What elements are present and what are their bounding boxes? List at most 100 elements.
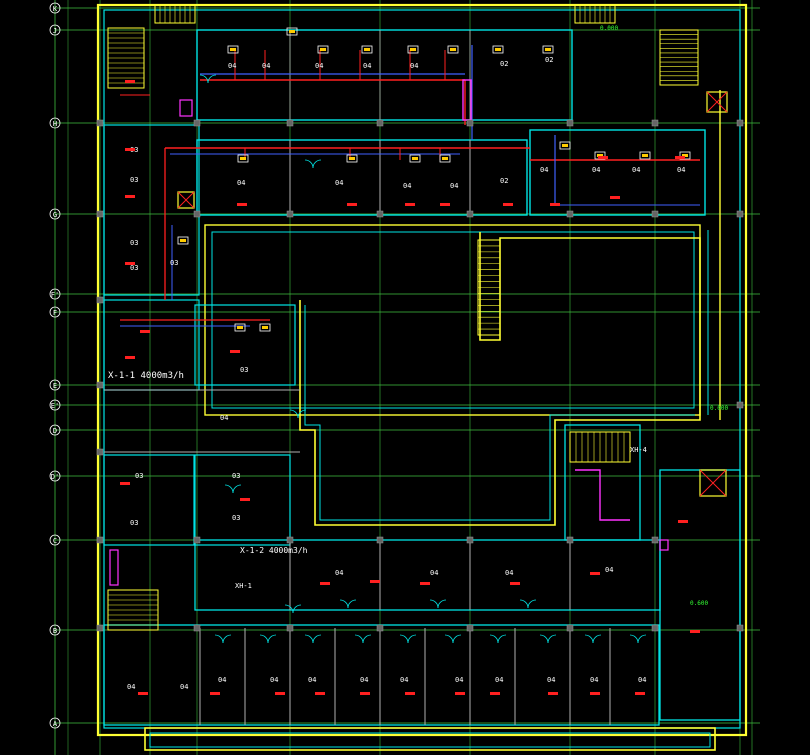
fan-coil-unit <box>409 154 421 163</box>
room-label: 03 <box>130 239 138 247</box>
red-annotation-mark <box>320 582 330 585</box>
room-label: 04 <box>220 414 228 422</box>
room-label: 04 <box>363 62 371 70</box>
fan-coil-unit <box>177 236 189 245</box>
structural-column <box>651 210 659 218</box>
room-label: 04 <box>335 569 343 577</box>
duct-riser <box>179 99 193 117</box>
door-swing <box>347 599 357 609</box>
structural-column <box>466 536 474 544</box>
west-room-block <box>103 124 200 296</box>
fan-coil-unit <box>439 154 451 163</box>
structural-column <box>736 210 744 218</box>
staircase <box>574 4 616 24</box>
structural-column <box>286 624 294 632</box>
room-label: 04 <box>180 683 188 691</box>
red-annotation-mark <box>550 203 560 206</box>
room-label: 04 <box>400 676 408 684</box>
fan-coil-unit-core <box>562 144 568 147</box>
row-axis-label: D' <box>51 473 59 481</box>
row-axis-bubble <box>49 117 61 129</box>
structural-column <box>376 536 384 544</box>
row-axis-bubble <box>49 624 61 636</box>
room-label: 03 <box>170 259 178 267</box>
fan-coil-unit-core <box>180 239 186 242</box>
red-annotation-mark <box>503 203 513 206</box>
row-axis-bubble <box>49 424 61 436</box>
structural-column <box>96 296 104 304</box>
room-label: 04 <box>262 62 270 70</box>
structural-column <box>566 536 574 544</box>
door-swing <box>297 409 307 419</box>
structural-column <box>96 210 104 218</box>
door-swing <box>207 74 217 84</box>
row-axis-bubble <box>49 208 61 220</box>
structural-column <box>566 210 574 218</box>
room-label: 04 <box>335 179 343 187</box>
red-annotation-mark <box>125 356 135 359</box>
west-room-block-5 <box>194 454 291 546</box>
fan-coil-unit-core <box>364 48 370 51</box>
red-annotation-mark <box>548 692 558 695</box>
structural-column <box>736 401 744 409</box>
structural-column <box>466 210 474 218</box>
red-annotation-mark <box>315 692 325 695</box>
row-axis-label: A <box>53 720 58 728</box>
elevator-shaft <box>699 469 727 497</box>
room-label: 04 <box>403 182 411 190</box>
structural-column <box>651 119 659 127</box>
red-annotation-mark <box>125 80 135 83</box>
room-label: 02 <box>545 56 553 64</box>
fan-coil-unit-core <box>450 48 456 51</box>
room-label: 04 <box>127 683 135 691</box>
room-label: 04 <box>605 566 613 574</box>
row-axis-label: G <box>53 211 57 219</box>
staircase <box>154 4 196 24</box>
structural-column <box>193 536 201 544</box>
fan-coil-unit <box>542 45 554 54</box>
row-axis-bubble <box>49 24 61 36</box>
room-label: 04 <box>455 676 463 684</box>
row-axis-label: K <box>53 5 58 13</box>
elevation-label: 0.000 <box>600 25 618 32</box>
red-annotation-mark <box>490 692 500 695</box>
red-annotation-mark <box>347 203 357 206</box>
room-label: 04 <box>450 182 458 190</box>
door-swing <box>267 634 277 644</box>
structural-column <box>193 210 201 218</box>
elevation-label: 0.600 <box>690 600 708 607</box>
room-label: 02 <box>500 177 508 185</box>
fan-coil-unit-core <box>349 157 355 160</box>
red-annotation-mark <box>210 692 220 695</box>
duct-riser <box>575 469 630 521</box>
red-annotation-mark <box>370 580 380 583</box>
red-annotation-mark <box>610 196 620 199</box>
red-annotation-mark <box>455 692 465 695</box>
red-annotation-mark <box>275 692 285 695</box>
row-axis-label: E' <box>51 402 59 410</box>
duct-riser <box>109 549 119 586</box>
west-room-block-3 <box>194 304 296 386</box>
door-swing <box>292 604 302 614</box>
door-swing <box>437 599 447 609</box>
red-annotation-mark <box>125 195 135 198</box>
room-label: 03 <box>232 472 240 480</box>
courtyard-l-wall-inner <box>304 305 695 521</box>
north-room-block-2 <box>196 139 528 216</box>
room-label: 04 <box>218 676 226 684</box>
unit-label: XH-1 <box>235 582 252 590</box>
row-axis-bubble <box>49 2 61 14</box>
row-axis-label: H <box>53 120 57 128</box>
structural-column <box>736 624 744 632</box>
staircase <box>107 27 145 89</box>
row-axis-bubble <box>49 470 61 482</box>
row-axis-label: B <box>53 627 57 635</box>
door-swing <box>527 599 537 609</box>
red-annotation-mark <box>138 692 148 695</box>
row-axis-bubble <box>49 379 61 391</box>
row-axis-label: D <box>53 427 57 435</box>
room-label: 03 <box>240 366 248 374</box>
